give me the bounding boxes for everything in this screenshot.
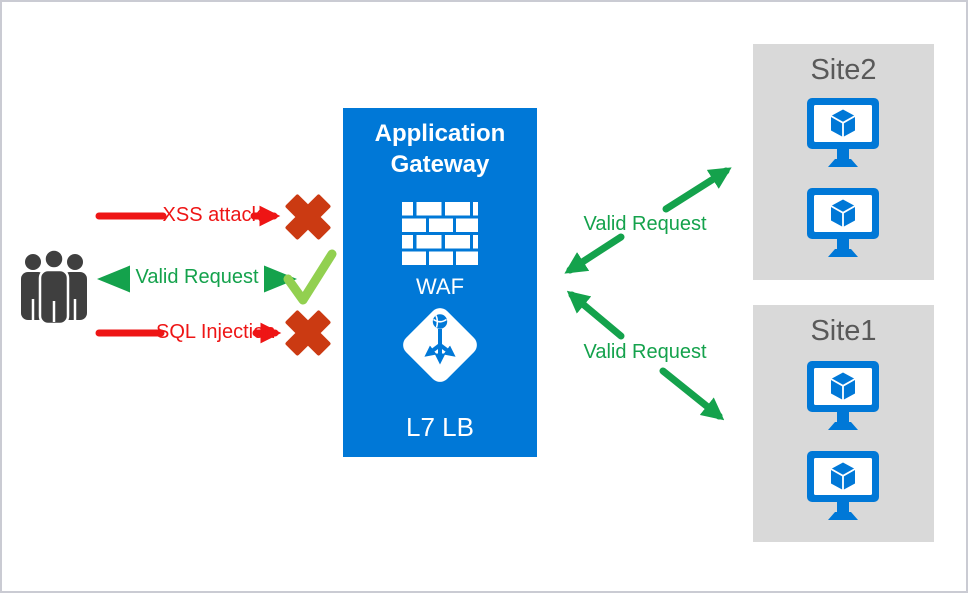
application-gateway-box: Application Gateway WAF bbox=[343, 108, 537, 457]
virtual-machine-icon bbox=[807, 188, 879, 257]
site2-title: Site2 bbox=[810, 54, 877, 86]
site1-title: Site1 bbox=[810, 315, 877, 347]
valid-request-label: Valid Request bbox=[135, 266, 259, 288]
valid-left-arrowhead bbox=[97, 265, 130, 293]
backend-valid-request-label-bottom: Valid Request bbox=[583, 341, 707, 363]
xss-blocked-cross-icon bbox=[285, 194, 331, 240]
site2-box: Site2 bbox=[753, 44, 934, 280]
users-icon bbox=[21, 249, 87, 326]
virtual-machine-icon bbox=[807, 98, 879, 167]
site1-arrow-back bbox=[566, 290, 625, 340]
gateway-title: Application Gateway bbox=[374, 120, 506, 178]
site1-arrow-out bbox=[659, 367, 725, 421]
sql-injection-label: SQL Injection bbox=[156, 321, 276, 343]
valid-right-arrowhead bbox=[264, 265, 297, 293]
l7-lb-label: L7 LB bbox=[406, 412, 474, 442]
site2-arrow-out bbox=[662, 167, 732, 213]
brick-wall-icon bbox=[402, 202, 478, 270]
app-gateway-diamond-icon bbox=[395, 300, 485, 395]
sql-blocked-cross-icon bbox=[285, 310, 331, 356]
waf-label: WAF bbox=[415, 274, 465, 299]
site1-box: Site1 bbox=[753, 305, 934, 542]
site2-arrow-back bbox=[564, 233, 625, 274]
backend-valid-request-label-top: Valid Request bbox=[583, 213, 707, 235]
virtual-machine-icon bbox=[807, 451, 879, 520]
virtual-machine-icon bbox=[807, 361, 879, 430]
xss-attack-label: XSS attack bbox=[162, 204, 262, 226]
valid-check-icon bbox=[283, 249, 337, 305]
